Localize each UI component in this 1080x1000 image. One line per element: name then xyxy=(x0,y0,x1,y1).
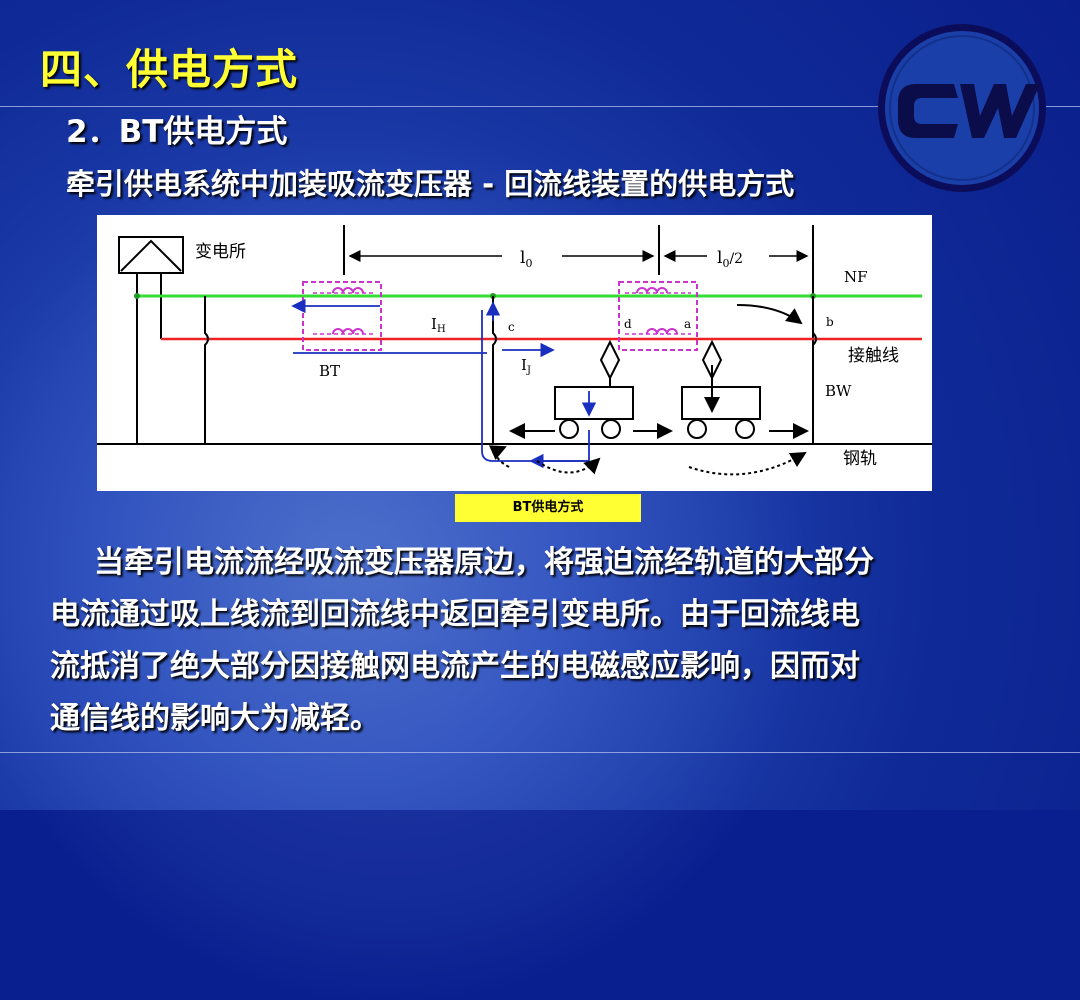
body-line: 当牵引电流流经吸流变压器原边，将强迫流经轨道的大部分 xyxy=(94,545,874,580)
label-a: a xyxy=(684,317,691,331)
label-bt: BT xyxy=(319,362,340,380)
label-c: c xyxy=(508,320,515,334)
slide-subtitle: 2．BT供电方式 xyxy=(66,114,288,150)
label-b: b xyxy=(826,315,834,329)
label-substation: 变电所 xyxy=(195,242,246,262)
body-line: 流抵消了绝大部分因接触网电流产生的电磁感应影响，因而对 xyxy=(50,649,860,684)
vertical-conductors xyxy=(204,296,817,444)
figure-caption: BT供电方式 xyxy=(455,494,641,522)
label-contact-wire: 接触线 xyxy=(848,346,899,366)
label-l0-half: l0/2 xyxy=(717,248,743,270)
bt-transformer-2 xyxy=(618,281,698,351)
substation-symbol xyxy=(118,236,302,444)
rail-direction-arrows xyxy=(488,304,809,476)
body-line: 电流通过吸上线流到回流线中返回牵引变电所。由于回流线电 xyxy=(50,597,860,632)
diagram-canvas: 变电所 l0 l0/2 NF 接触线 c d a b xyxy=(97,225,932,476)
label-rail: 钢轨 xyxy=(843,449,877,469)
header-rule xyxy=(0,106,1080,107)
label-nf: NF xyxy=(844,268,868,286)
bt-supply-diagram: 变电所 l0 l0/2 NF 接触线 c d a b xyxy=(97,215,932,491)
body-line: 通信线的影响大为减轻。 xyxy=(50,701,380,736)
label-ih: IH xyxy=(431,315,446,335)
current-path xyxy=(291,298,597,469)
label-ij: IJ xyxy=(521,356,531,376)
cw-logo xyxy=(878,24,1046,192)
label-l0: l0 xyxy=(520,248,532,270)
footer-rule xyxy=(0,752,1080,753)
label-d: d xyxy=(624,317,632,331)
label-bw: BW xyxy=(825,382,852,400)
locomotive-1 xyxy=(554,339,634,439)
body-paragraph: 当牵引电流流经吸流变压器原边，将强迫流经轨道的大部分 电流通过吸上线流到回流线中… xyxy=(50,537,1040,745)
intro-text: 牵引供电系统中加装吸流变压器 - 回流线装置的供电方式 xyxy=(66,167,795,201)
bt-transformer-1 xyxy=(302,281,382,351)
locomotive-2 xyxy=(681,339,761,439)
slide-title: 四、供电方式 xyxy=(40,45,299,94)
